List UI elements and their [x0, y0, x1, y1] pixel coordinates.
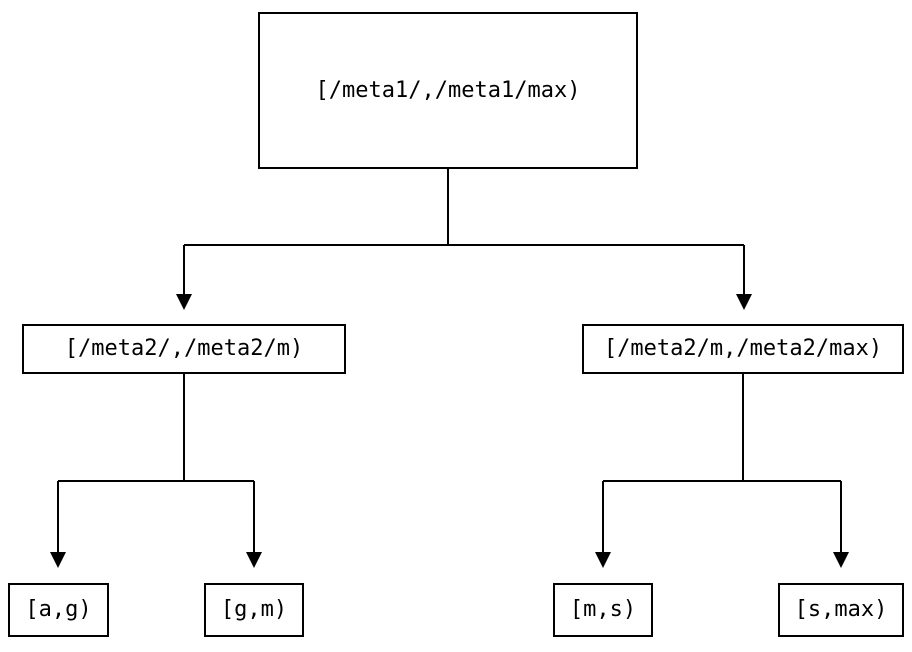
- arrowhead-down-icon: [595, 552, 611, 568]
- arrowhead-down-icon: [50, 552, 66, 568]
- node-leaf-m-s: [m,s): [553, 583, 653, 637]
- arrowhead-down-icon: [833, 552, 849, 568]
- node-leaf-g-m: [g,m): [204, 583, 304, 637]
- node-meta1-range: [/meta1/,/meta1/max): [258, 12, 638, 169]
- arrowhead-down-icon: [246, 552, 262, 568]
- node-leaf-a-g: [a,g): [8, 583, 109, 637]
- arrowhead-down-icon: [736, 294, 752, 310]
- node-leaf-s-max: [s,max): [778, 583, 904, 637]
- node-meta2-lower-range: [/meta2/,/meta2/m): [22, 324, 346, 374]
- node-meta2-upper-range: [/meta2/m,/meta2/max): [582, 324, 904, 374]
- arrowhead-down-icon: [176, 294, 192, 310]
